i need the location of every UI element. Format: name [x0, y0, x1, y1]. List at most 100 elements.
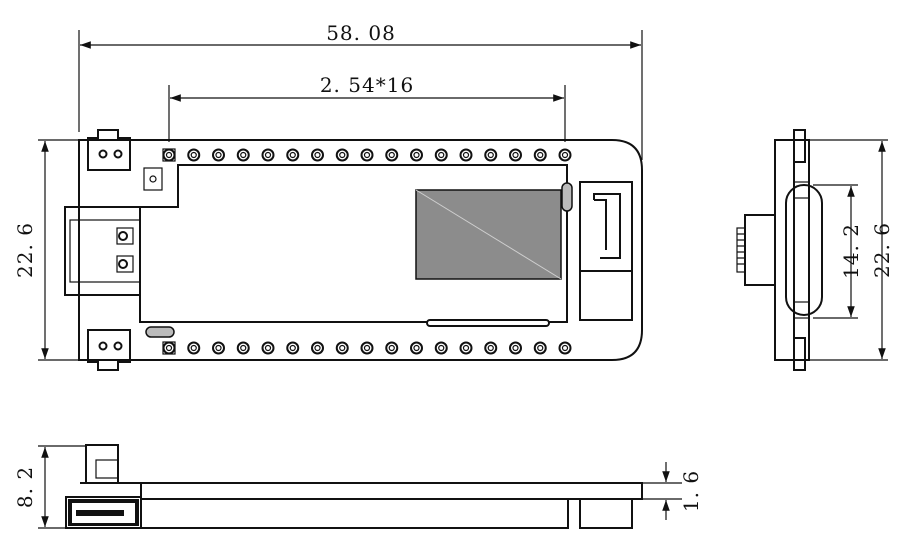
pin-hole — [487, 344, 494, 352]
pin-hole — [512, 151, 519, 159]
front-pcb — [140, 482, 643, 500]
pin-hole — [438, 344, 445, 352]
pin-hole — [487, 151, 494, 159]
usb-pad-bottom — [116, 255, 134, 273]
crystal-component — [561, 182, 573, 212]
pin-pad — [335, 148, 349, 162]
pin-pad — [311, 148, 324, 162]
top-view — [64, 129, 643, 371]
front-display-body — [140, 498, 569, 529]
pin-pad — [434, 148, 448, 162]
pin-hole — [190, 344, 197, 352]
pin-hole — [240, 344, 247, 352]
front-tab — [85, 444, 119, 484]
pin-hole — [165, 344, 173, 352]
pin-hole — [561, 344, 569, 352]
pin-hole — [512, 344, 519, 352]
pin-hole — [339, 344, 346, 352]
dim-pin-span: 2. 54*16 — [320, 73, 414, 97]
pin-hole — [165, 151, 173, 159]
pin-pad — [484, 148, 498, 162]
pin-pad — [459, 341, 473, 355]
pin-pad — [236, 148, 250, 162]
display-module-outline — [139, 164, 568, 323]
pin-hole — [190, 151, 197, 159]
pin-hole — [462, 344, 470, 352]
side-pin-top — [793, 129, 806, 163]
side-usb-pins — [736, 227, 746, 273]
pin-pad — [162, 341, 176, 355]
dim-side-width: 22. 6 — [870, 222, 894, 278]
pin-pad — [236, 341, 250, 355]
pin-hole — [264, 151, 272, 159]
dimension-labels: 58. 08 2. 54*16 22. 6 14. 2 22. 6 8. 2 1… — [13, 21, 894, 512]
pin-hole — [537, 344, 544, 352]
usb-connector-body — [69, 219, 141, 283]
side-usb-pin-lines — [737, 233, 745, 265]
front-tab-inner — [95, 459, 119, 479]
pin-hole — [388, 344, 395, 352]
pin-hole — [363, 344, 371, 352]
display-diagonal — [415, 189, 562, 280]
pin-pad — [261, 341, 275, 355]
dimension-lines — [38, 30, 888, 529]
side-header-strip — [793, 139, 810, 361]
antenna — [579, 181, 633, 321]
pin-hole — [388, 151, 395, 159]
pin-pad — [360, 341, 374, 355]
pin-header-top — [162, 148, 572, 162]
pin-hole — [215, 344, 222, 352]
corner-tab-bottom — [87, 329, 131, 371]
side-pcb — [774, 139, 795, 361]
pin-hole — [314, 151, 321, 159]
led-dot — [149, 175, 157, 183]
usb-hole-bottom — [118, 259, 128, 269]
pin-hole — [339, 151, 346, 159]
pin-pad — [434, 341, 448, 355]
pin-pad — [509, 148, 522, 162]
pin-pad — [286, 341, 300, 355]
pin-hole — [561, 151, 569, 159]
dim-total-height: 8. 2 — [13, 466, 37, 508]
pin-pad — [558, 341, 572, 355]
usb-pad-top — [116, 227, 134, 245]
pin-pad — [261, 148, 275, 162]
pin-hole — [240, 151, 247, 159]
pin-pad — [187, 148, 201, 162]
pin-pad — [410, 341, 423, 355]
side-view — [736, 129, 823, 371]
pin-pad — [212, 148, 225, 162]
pin-hole — [289, 151, 296, 159]
pin-header-bottom — [162, 341, 572, 355]
pin-pad — [484, 341, 498, 355]
pin-hole — [215, 151, 222, 159]
pin-hole — [314, 344, 321, 352]
pin-pad — [311, 341, 324, 355]
side-usb-body — [744, 214, 776, 286]
pin-hole — [462, 151, 470, 159]
pin-pad — [385, 341, 399, 355]
pin-pad — [533, 341, 547, 355]
pin-hole — [413, 151, 420, 159]
pin-pad — [286, 148, 300, 162]
pin-pad — [360, 148, 374, 162]
pin-pad — [533, 148, 547, 162]
pin-hole — [289, 344, 296, 352]
pin-hole — [438, 151, 445, 159]
pin-pad — [162, 148, 176, 162]
board-outline — [78, 139, 643, 361]
pin-hole — [413, 344, 420, 352]
pin-hole — [537, 151, 544, 159]
pin-pad — [335, 341, 349, 355]
front-usb-housing — [65, 496, 142, 529]
pin-pad — [385, 148, 399, 162]
side-usb-oval — [785, 184, 823, 316]
front-usb-tongue — [76, 510, 124, 516]
side-block-top — [793, 181, 810, 199]
dim-board-width: 22. 6 — [13, 222, 37, 278]
usb-hole-top — [118, 231, 128, 241]
pin-pad — [459, 148, 473, 162]
pin-pad — [558, 148, 572, 162]
dim-connector-height: 14. 2 — [839, 223, 863, 279]
